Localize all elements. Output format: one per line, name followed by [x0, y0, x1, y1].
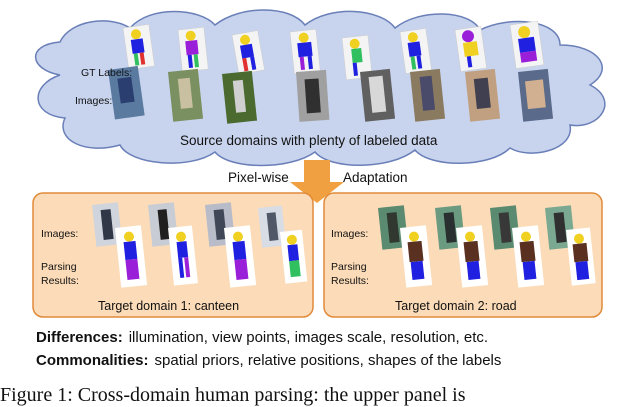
target1-parsing-label-1: Parsing [41, 261, 77, 273]
source-caption: Source domains with plenty of labeled da… [180, 133, 438, 148]
target1-caption: Target domain 1: canteen [98, 299, 240, 313]
target2-thumbnails [378, 205, 596, 288]
differences-row: Differences: illumination, view points, i… [36, 329, 488, 346]
source-thumbnails [108, 20, 554, 124]
target1-images-label: Images: [41, 228, 79, 240]
target1-parsing-label-2: Results: [41, 275, 79, 287]
adaptation-arrow [290, 160, 344, 203]
commonalities-row: Commonalities: spatial priors, relative p… [36, 352, 501, 369]
target2-parsing-label-1: Parsing [331, 261, 367, 273]
pixel-wise-label: Pixel-wise [228, 170, 289, 185]
adaptation-label: Adaptation [343, 170, 408, 185]
target1-thumbnails [92, 202, 308, 288]
differences-text: illumination, view points, images scale,… [128, 329, 489, 346]
commonalities-text: spatial priors, relative positions, shap… [154, 352, 502, 369]
target2-images-label: Images: [331, 228, 369, 240]
figure-caption: Figure 1: Cross-domain human parsing: th… [0, 384, 466, 406]
target2-caption: Target domain 2: road [395, 299, 517, 313]
gt-labels-label: GT Labels: [81, 67, 133, 79]
commonalities-label: Commonalities: [36, 352, 149, 369]
source-images-label: Images: [75, 95, 113, 107]
differences-label: Differences: [36, 329, 123, 346]
target2-parsing-label-2: Results: [331, 275, 369, 287]
